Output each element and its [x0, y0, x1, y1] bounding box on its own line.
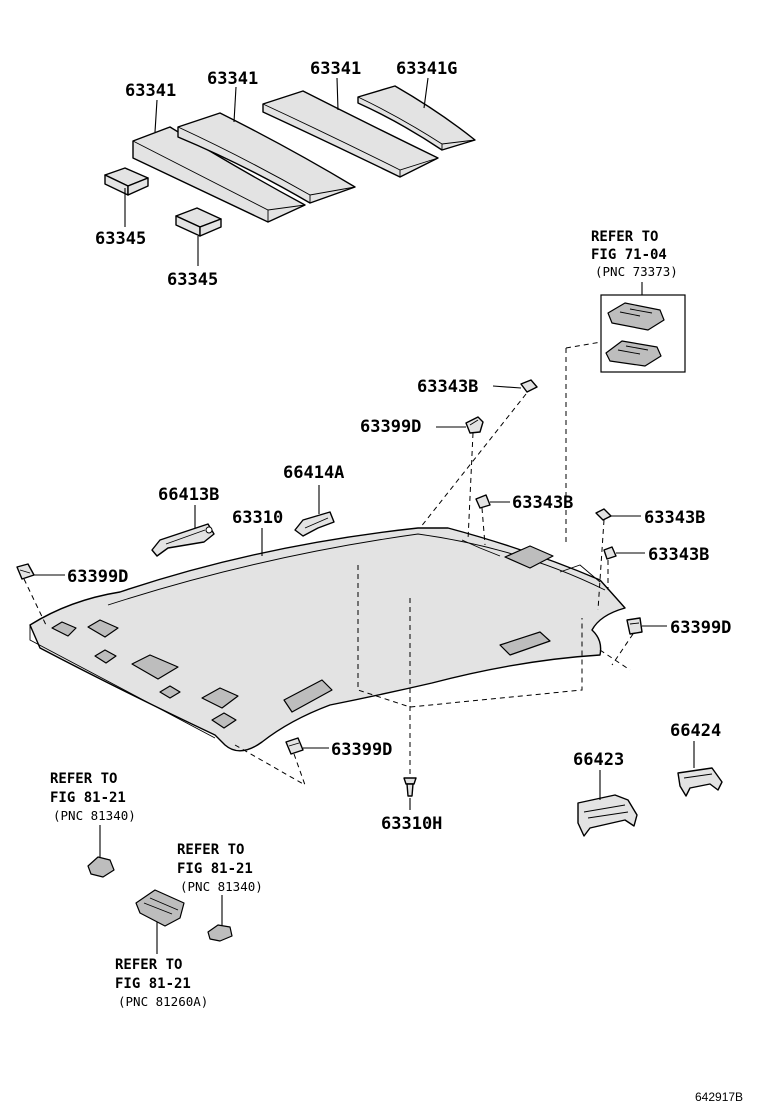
ref-map-lamp-line1: REFER TO [591, 229, 658, 245]
ref-console-line2: FIG 81-21 [115, 976, 191, 992]
label-63343b-right: 63343B [644, 508, 705, 528]
headliner-pad-2[interactable] [177, 112, 356, 204]
ref-lamp-mid-line2: FIG 81-21 [177, 861, 253, 877]
ref-lamp-left-line2: FIG 81-21 [50, 790, 126, 806]
label-63341-b: 63341 [207, 69, 258, 89]
label-63399d-upper: 63399D [360, 417, 421, 437]
label-66414a: 66414A [283, 463, 344, 483]
label-66424: 66424 [670, 721, 721, 741]
spacer-block-1[interactable] [104, 167, 149, 196]
assist-grip-66424[interactable] [677, 767, 723, 797]
ref-lamp-left-line3: (PNC 81340) [53, 808, 136, 823]
ref-map-lamp-line3: (PNC 73373) [595, 264, 678, 279]
catalog-number: 642917B [695, 1090, 743, 1104]
ref-lamp-mid-line1: REFER TO [177, 842, 244, 858]
courtesy-lamp-mid[interactable] [207, 924, 233, 942]
courtesy-lamp-left[interactable] [87, 856, 115, 878]
bracket-66414a[interactable] [294, 511, 335, 537]
clip-63343b-mid[interactable] [475, 494, 491, 509]
fastener-63310h[interactable] [403, 777, 417, 797]
overhead-console[interactable] [135, 889, 185, 927]
clip-63399d-left[interactable] [16, 563, 35, 580]
label-63345-a: 63345 [95, 229, 146, 249]
label-63345-b: 63345 [167, 270, 218, 290]
label-63310: 63310 [232, 508, 283, 528]
label-63310h: 63310H [381, 814, 442, 834]
label-63399d-right: 63399D [670, 618, 731, 638]
ref-console-line1: REFER TO [115, 957, 182, 973]
label-63341-c: 63341 [310, 59, 361, 79]
ref-lamp-left-line1: REFER TO [50, 771, 117, 787]
spacer-block-2[interactable] [175, 207, 222, 237]
headliner-pad-3[interactable] [262, 90, 439, 178]
bracket-66413b[interactable] [151, 523, 215, 557]
clip-63343b-right[interactable] [595, 508, 612, 521]
clip-63343b-top[interactable] [520, 379, 538, 393]
map-lamp-reference-box[interactable] [600, 294, 686, 373]
label-63399d-bottom: 63399D [331, 740, 392, 760]
ref-console-line3: (PNC 81260A) [118, 994, 208, 1009]
label-63341g: 63341G [396, 59, 457, 79]
assist-grip-66423[interactable] [577, 794, 638, 837]
ref-lamp-mid-line3: (PNC 81340) [180, 879, 263, 894]
label-66423: 66423 [573, 750, 624, 770]
label-63343b-far-right: 63343B [648, 545, 709, 565]
label-63343b-mid: 63343B [512, 493, 573, 513]
headliner-assembly[interactable] [29, 527, 626, 752]
ref-map-lamp-line2: FIG 71-04 [591, 247, 667, 263]
label-63341-a: 63341 [125, 81, 176, 101]
clip-63399d-right[interactable] [626, 617, 643, 635]
headliner-pad-g[interactable] [357, 85, 476, 151]
clip-63343b-far-right[interactable] [603, 546, 617, 560]
label-63343b-top: 63343B [417, 377, 478, 397]
clip-63399d-upper[interactable] [465, 416, 484, 434]
label-63399d-left: 63399D [67, 567, 128, 587]
clip-63399d-bottom[interactable] [285, 737, 304, 755]
label-66413b: 66413B [158, 485, 219, 505]
